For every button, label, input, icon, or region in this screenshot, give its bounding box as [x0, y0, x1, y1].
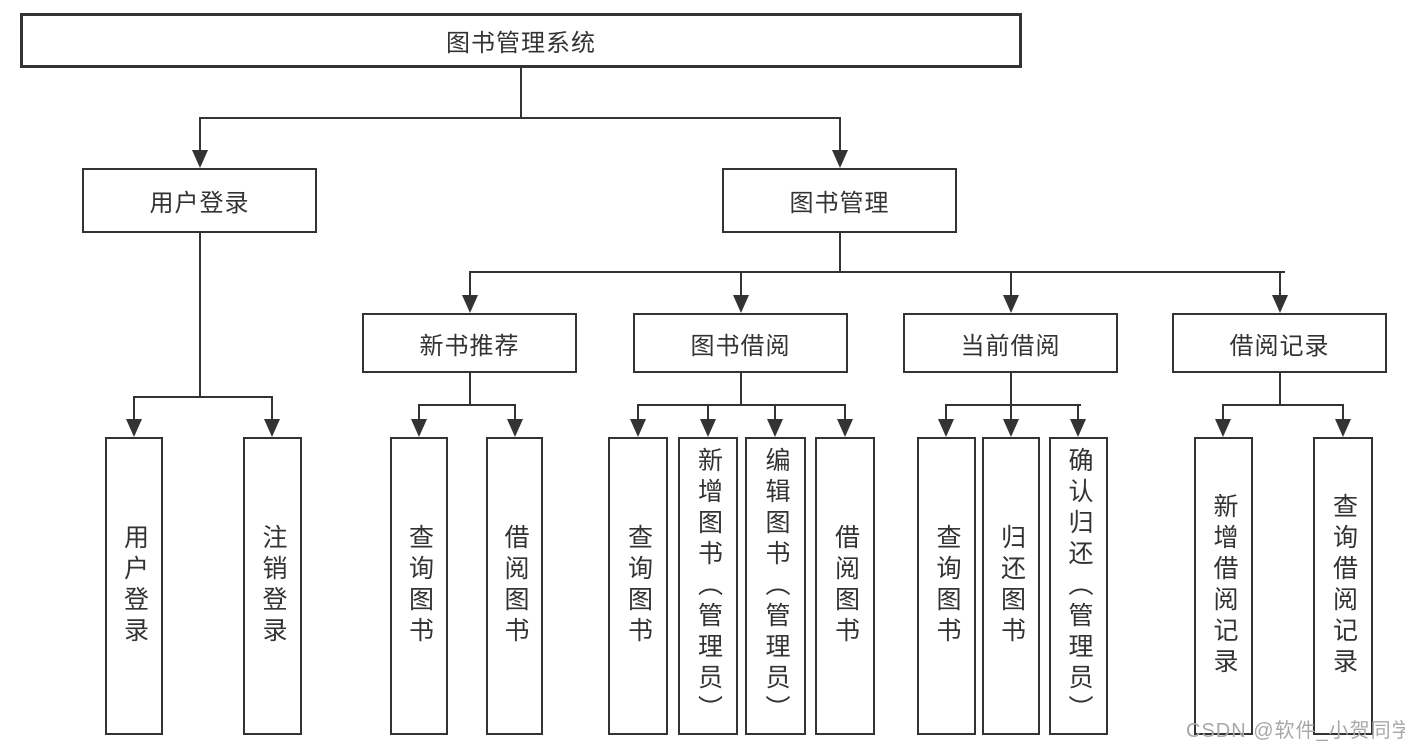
connector-line [707, 404, 709, 419]
arrow-down-icon [938, 419, 954, 437]
node-leaf-bb-add-book-admin: 新增图书（管理员） [678, 437, 738, 735]
node-book-borrowing: 图书借阅 [633, 313, 848, 373]
connector-line [133, 396, 273, 398]
node-leaf-nb-borrow-books: 借阅图书 [486, 437, 543, 735]
connector-line [844, 404, 846, 419]
arrow-down-icon [1003, 295, 1019, 313]
node-current-borrowing-label: 当前借阅 [960, 332, 1061, 360]
leaf-label: 编辑图书（管理员） [762, 446, 790, 726]
node-leaf-logout: 注销登录 [243, 437, 302, 735]
arrow-down-icon [832, 150, 848, 168]
arrow-down-icon [192, 150, 208, 168]
node-leaf-bb-borrow-books: 借阅图书 [815, 437, 875, 735]
node-current-borrowing: 当前借阅 [903, 313, 1118, 373]
connector-line [418, 404, 420, 419]
connector-line [945, 404, 1081, 406]
node-library-management-system: 图书管理系统 [20, 13, 1022, 68]
node-book-management-label: 图书管理 [789, 190, 890, 217]
connector-line [199, 117, 201, 150]
arrow-down-icon [1070, 419, 1086, 437]
connector-line [637, 404, 639, 419]
connector-line [271, 396, 273, 419]
node-leaf-user-login: 用户登录 [105, 437, 163, 735]
arrow-down-icon [264, 419, 280, 437]
node-book-borrowing-label: 图书借阅 [690, 332, 791, 360]
arrow-down-icon [700, 419, 716, 437]
node-borrowing-records-label: 借阅记录 [1229, 332, 1330, 360]
connector-line [514, 404, 516, 419]
arrow-down-icon [462, 295, 478, 313]
leaf-label: 查询图书 [624, 524, 653, 648]
node-leaf-cb-query-books: 查询图书 [917, 437, 976, 735]
connector-line [199, 117, 841, 119]
connector-line [1077, 404, 1079, 419]
node-user-login-branch: 用户登录 [82, 168, 317, 233]
leaf-label: 借阅图书 [831, 524, 860, 648]
connector-line [1010, 271, 1012, 295]
connector-line [839, 117, 841, 150]
leaf-label: 新增借阅记录 [1210, 493, 1238, 679]
connector-line [740, 271, 742, 295]
leaf-label: 归还图书 [997, 524, 1026, 648]
leaf-label: 查询图书 [405, 524, 434, 648]
arrow-down-icon [630, 419, 646, 437]
csdn-watermark: CSDN @软件_小贺同学 [1186, 720, 1405, 742]
arrow-down-icon [126, 419, 142, 437]
leaf-label: 用户登录 [120, 524, 149, 648]
arrow-down-icon [837, 419, 853, 437]
node-user-login-label: 用户登录 [149, 190, 250, 217]
connector-line [133, 396, 135, 419]
leaf-label: 查询借阅记录 [1329, 493, 1358, 679]
node-borrowing-records: 借阅记录 [1172, 313, 1387, 373]
arrow-down-icon [1335, 419, 1351, 437]
connector-line [945, 404, 947, 419]
leaf-label: 新增图书（管理员） [694, 446, 723, 726]
connector-line [418, 404, 516, 406]
arrow-down-icon [733, 295, 749, 313]
node-leaf-br-add-borrow-record: 新增借阅记录 [1194, 437, 1253, 735]
leaf-label: 查询图书 [933, 524, 961, 648]
connector-line [1010, 404, 1012, 419]
node-leaf-bb-query-books: 查询图书 [608, 437, 668, 735]
node-leaf-bb-edit-book-admin: 编辑图书（管理员） [745, 437, 806, 735]
connector-line [839, 233, 841, 271]
arrow-down-icon [1215, 419, 1231, 437]
arrow-down-icon [1272, 295, 1288, 313]
connector-line [774, 404, 776, 419]
arrow-down-icon [411, 419, 427, 437]
connector-line [1222, 404, 1344, 406]
node-leaf-cb-confirm-return-admin: 确认归还（管理员） [1049, 437, 1108, 735]
node-new-book-recommendation: 新书推荐 [362, 313, 577, 373]
node-new-book-recommendation-label: 新书推荐 [419, 332, 520, 360]
node-book-management-branch: 图书管理 [722, 168, 957, 233]
connector-line [1342, 404, 1344, 419]
node-leaf-br-query-borrow-record: 查询借阅记录 [1313, 437, 1373, 735]
connector-line [469, 271, 1285, 273]
node-root-label: 图书管理系统 [446, 30, 596, 57]
node-leaf-cb-return-books: 归还图书 [982, 437, 1040, 735]
connector-line [199, 233, 201, 396]
arrow-down-icon [507, 419, 523, 437]
arrow-down-icon [767, 419, 783, 437]
leaf-label: 确认归还（管理员） [1065, 446, 1093, 726]
arrow-down-icon [1003, 419, 1019, 437]
leaf-label: 借阅图书 [501, 524, 529, 648]
leaf-label: 注销登录 [259, 524, 287, 648]
connector-line [1279, 271, 1281, 295]
connector-line [637, 404, 846, 406]
connector-line [1279, 373, 1281, 404]
connector-line [1222, 404, 1224, 419]
node-leaf-nb-query-books: 查询图书 [390, 437, 448, 735]
connector-line [1010, 373, 1012, 404]
connector-line [520, 67, 522, 119]
connector-line [740, 373, 742, 404]
connector-line [469, 373, 471, 404]
connector-line [469, 271, 471, 295]
